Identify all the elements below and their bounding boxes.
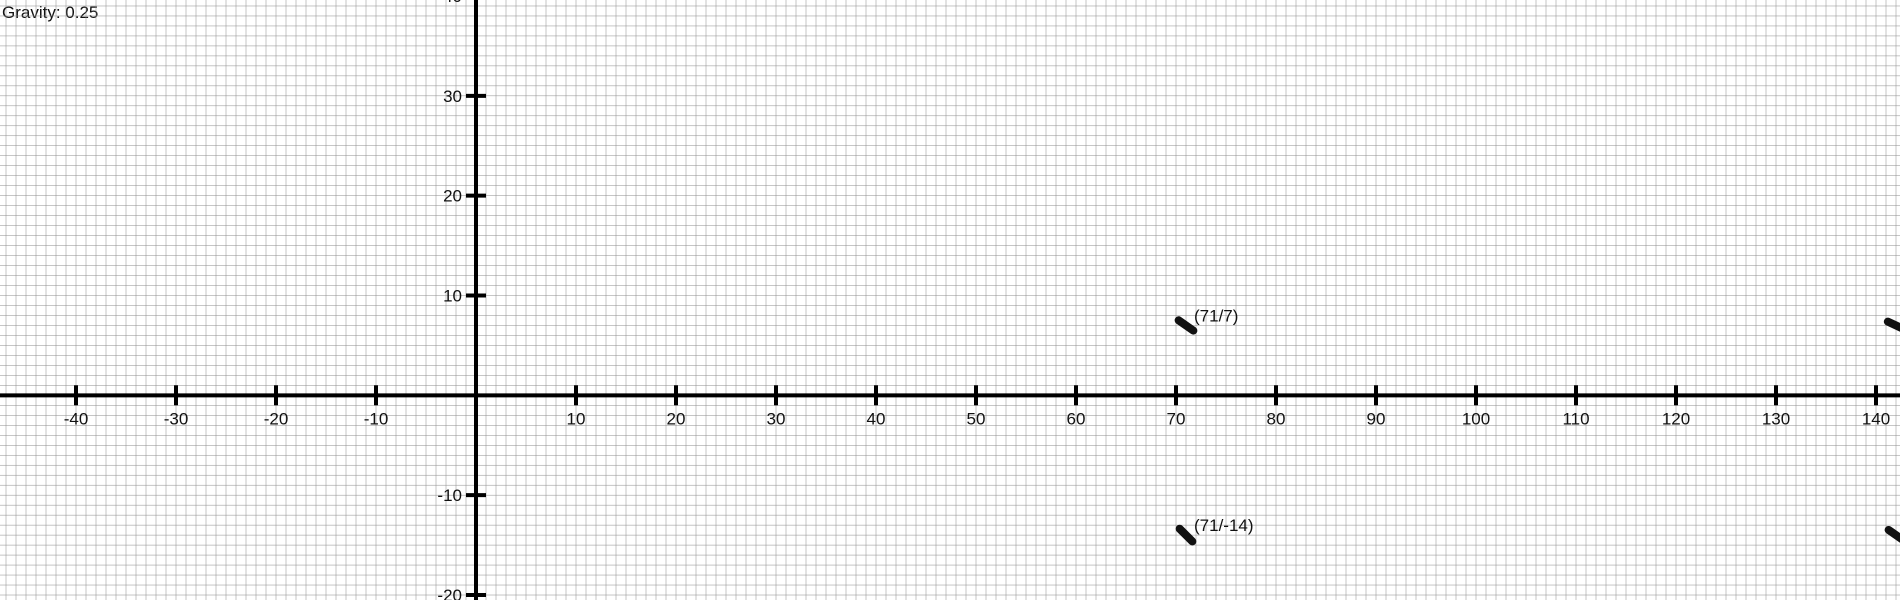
- x-tick-label: 140: [1862, 409, 1890, 428]
- x-tick-label: -20: [264, 409, 289, 428]
- x-tick-label: 50: [967, 409, 986, 428]
- point-bar[interactable]: [1884, 525, 1900, 543]
- x-tick-label: 10: [567, 409, 586, 428]
- x-tick-label: -40: [64, 409, 89, 428]
- x-tick-label: 120: [1662, 409, 1690, 428]
- gravity-value: 0.25: [65, 3, 99, 22]
- x-tick-label: -10: [364, 409, 389, 428]
- axis-ticks: -40 -30 -20 -10 10 20 30 40 50 60 70 80 90 100 110 120 1…: [64, 0, 1890, 600]
- x-tick-label: 60: [1067, 409, 1086, 428]
- x-tick-label: 100: [1462, 409, 1490, 428]
- point-label: (71/7): [1194, 306, 1238, 325]
- x-tick-label: 20: [667, 409, 686, 428]
- x-tick-label: -30: [164, 409, 189, 428]
- x-tick-label: 110: [1562, 409, 1589, 428]
- x-tick-label: 90: [1367, 409, 1386, 428]
- x-tick-label: 80: [1267, 409, 1286, 428]
- point-marker[interactable]: (: [1883, 306, 1900, 332]
- y-tick-label: 30: [443, 87, 462, 106]
- y-tick-label: -10: [437, 486, 462, 505]
- y-tick-label: 20: [443, 187, 462, 206]
- points[interactable]: (71/7) (71/-14) ( (: [1174, 306, 1900, 546]
- point-label: (71/-14): [1194, 516, 1254, 535]
- x-tick-label: 70: [1167, 409, 1186, 428]
- x-tick-label: 130: [1762, 409, 1790, 428]
- y-tick-label: -20: [437, 586, 462, 600]
- x-tick-label: 30: [767, 409, 786, 428]
- point-marker[interactable]: (71/7): [1174, 306, 1239, 335]
- point-marker[interactable]: (71/-14): [1175, 516, 1254, 546]
- y-tick-label: 40: [443, 0, 462, 6]
- point-marker[interactable]: (: [1884, 516, 1900, 543]
- x-tick-label: 40: [867, 409, 886, 428]
- point-bar[interactable]: [1174, 316, 1198, 335]
- point-bar[interactable]: [1883, 317, 1900, 332]
- y-tick-label: 10: [443, 287, 462, 306]
- point-bar[interactable]: [1175, 524, 1197, 546]
